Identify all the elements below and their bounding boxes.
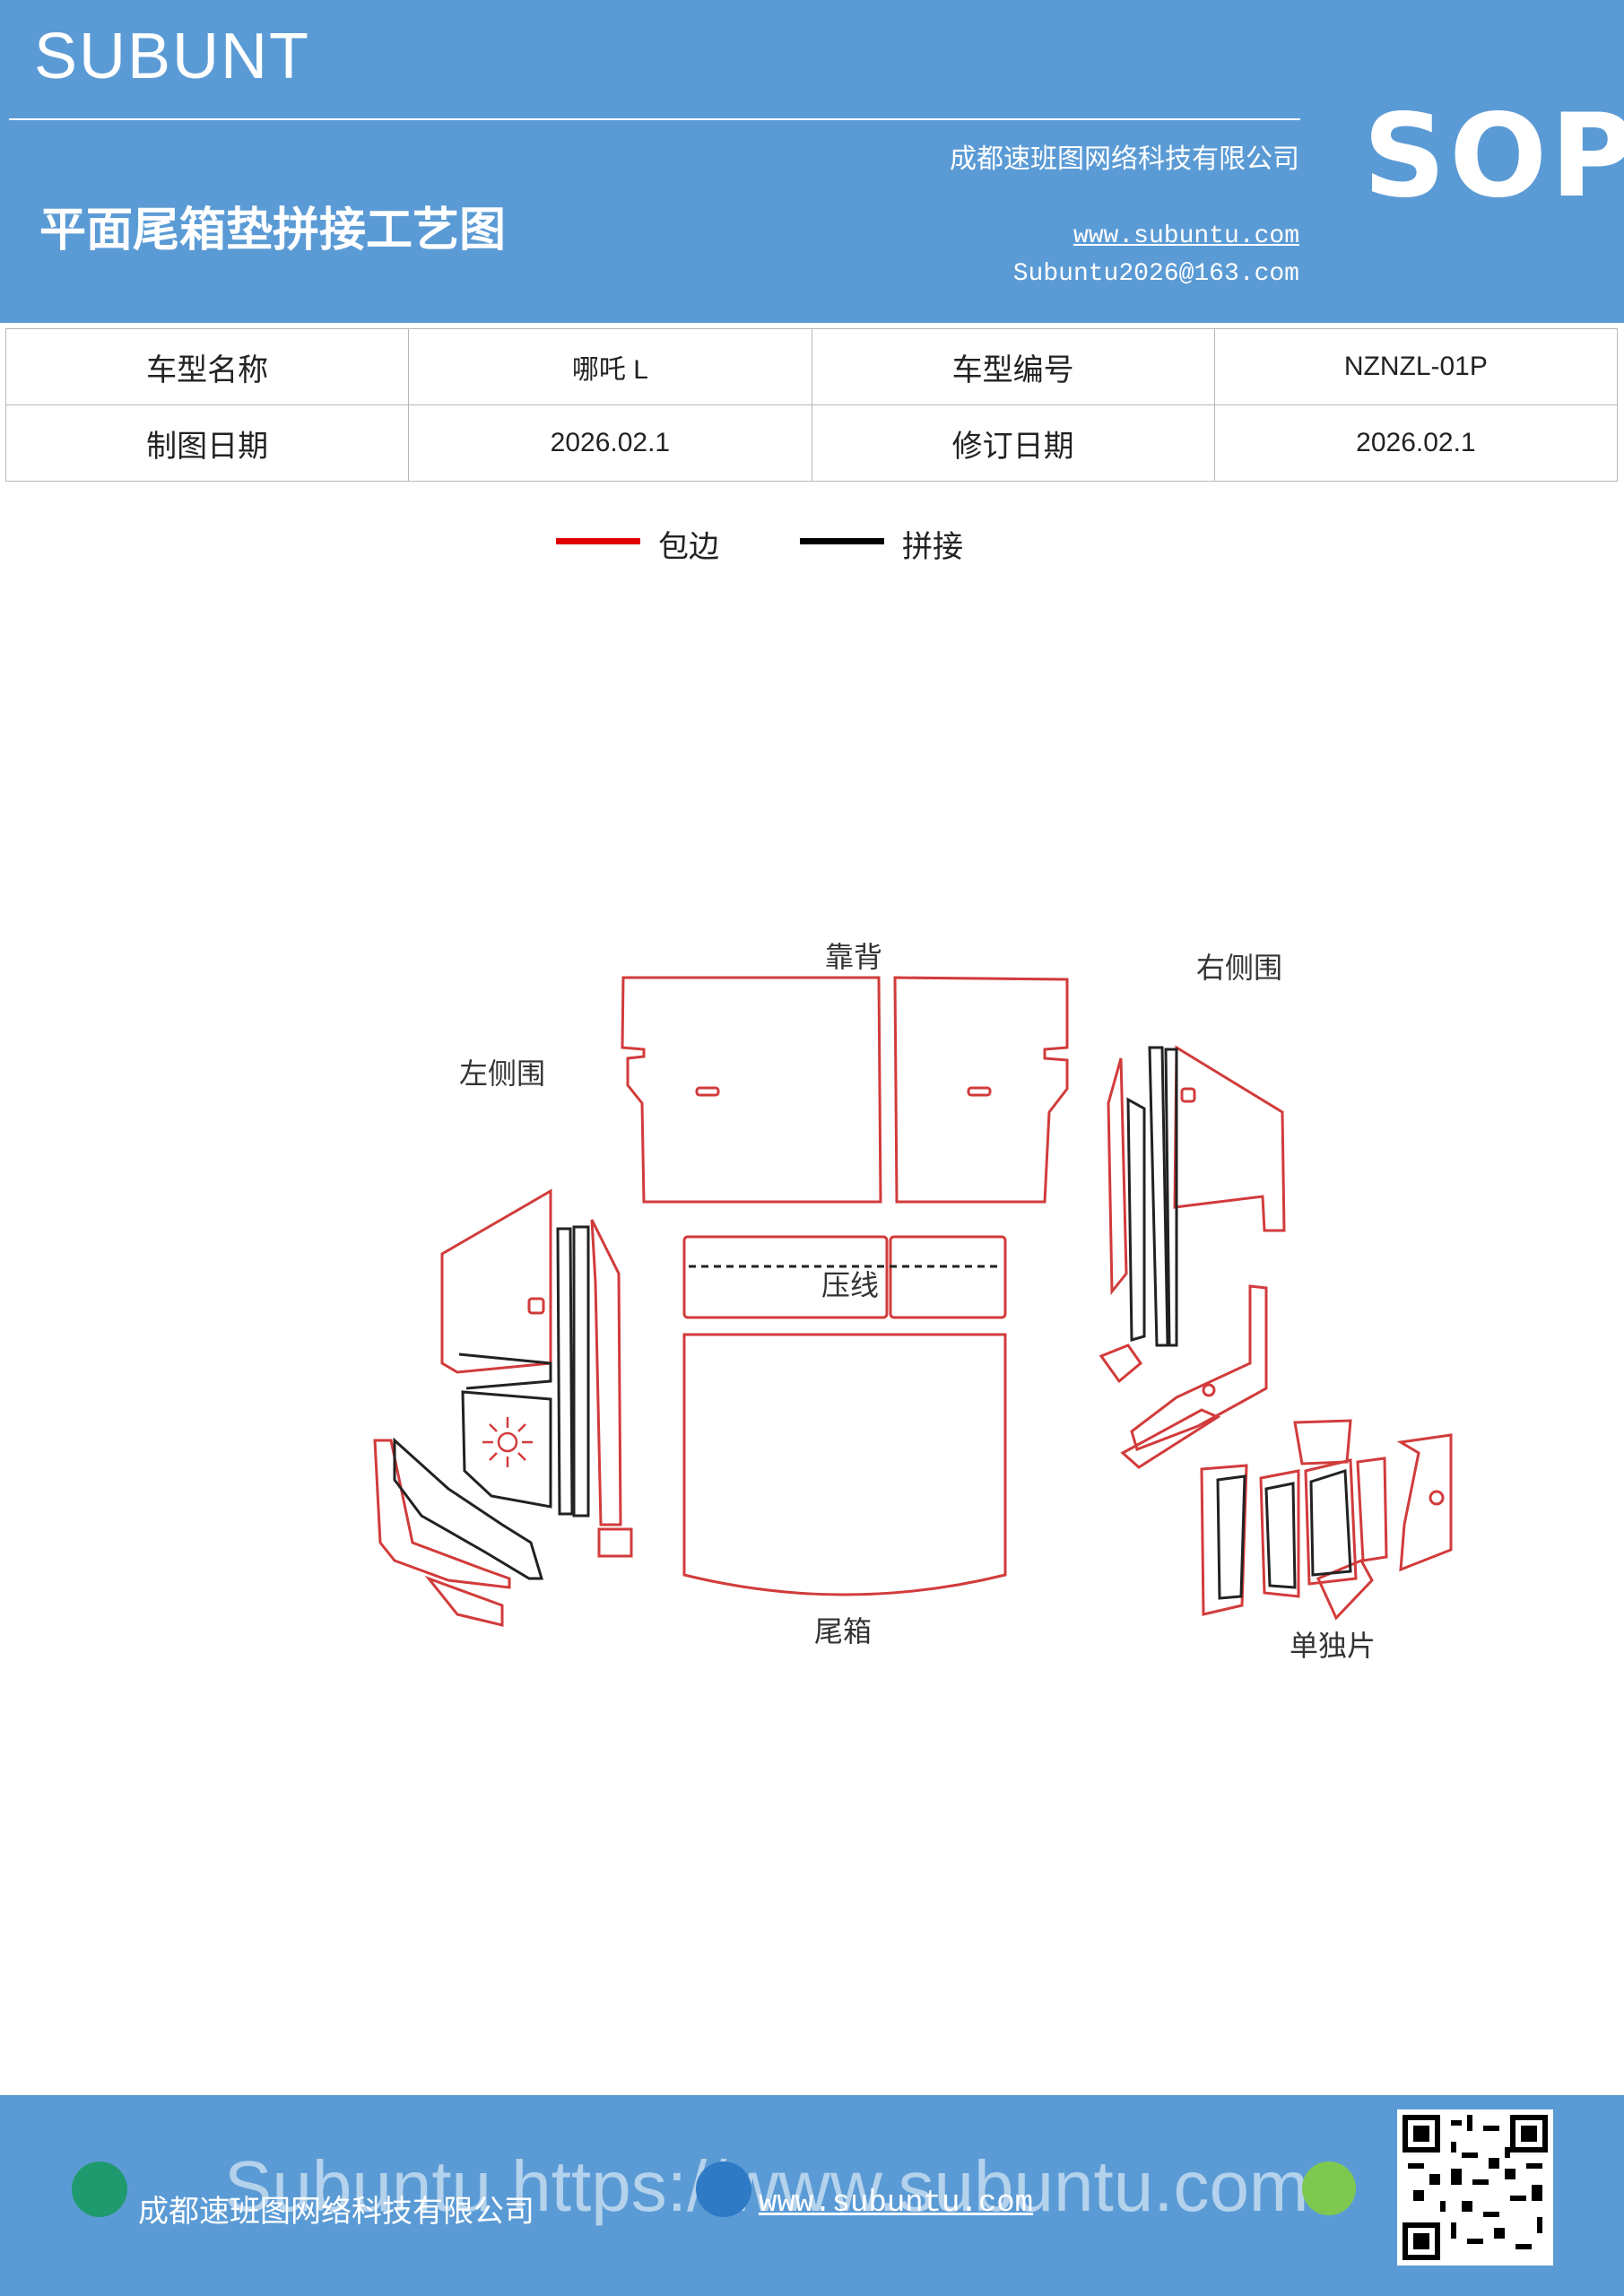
legend-seam-swatch [800,538,884,544]
single-piece-hole [1429,1490,1445,1506]
crease-strip-left [682,1235,889,1319]
right-side-arm [1107,1057,1128,1296]
single-piece-4 [1356,1457,1388,1562]
table-cell-value: 2026.02.1 [1213,404,1619,482]
label-right-side: 右侧围 [1196,951,1282,985]
backrest-right-slot [967,1086,992,1097]
company-icon [72,2161,127,2217]
right-side-strip [1120,1408,1221,1469]
right-side-hole-2 [1202,1383,1216,1397]
single-piece-1 [1200,1464,1248,1616]
header-divider [9,118,1300,120]
footer-website-link[interactable]: www.subuntu.com [759,2187,1034,2221]
qr-code [1397,2109,1553,2266]
single-piece-6 [1316,1559,1374,1621]
table-row: 车型名称 哪吒 L 车型编号 NZNZL-01P [4,328,1619,405]
right-side-hole [1180,1087,1196,1103]
footer-company-name: 成都速班图网络科技有限公司 [138,2194,534,2230]
left-side-strip [590,1219,622,1526]
right-side-seam-a [1148,1046,1169,1347]
left-side-seam-a [458,1352,552,1390]
label-crease: 压线 [821,1268,879,1302]
legend-edge-swatch [556,538,640,544]
left-side-hole [527,1297,545,1315]
right-side-lower [1130,1284,1268,1451]
table-cell-label: 车型编号 [811,328,1215,405]
left-side-seam-b [461,1390,552,1509]
trunk-floor-panel [682,1333,1007,1596]
label-single: 单独片 [1290,1629,1376,1663]
right-small-tab [1099,1344,1143,1384]
sop-label: SOP [1363,90,1624,223]
globe-icon [696,2161,751,2217]
label-left-side: 左侧围 [459,1057,545,1091]
website-link[interactable]: www.subuntu.com [1073,222,1299,250]
mat-layout-diagram: 靠背 右侧围 左侧围 压线 尾箱 单独片 [373,940,1453,1663]
left-side-seam-c [572,1225,590,1518]
single-piece-seam-2 [1264,1482,1297,1589]
backrest-left-slot [695,1086,720,1097]
wechat-icon [1302,2161,1356,2215]
single-piece-7 [1396,1433,1453,1572]
left-small-tab [597,1527,633,1558]
label-backrest: 靠背 [825,940,882,974]
right-side-seam-c [1126,1097,1146,1342]
email-address[interactable]: Subuntu2026@163.com [1012,260,1299,288]
backrest-right-panel [893,976,1069,1204]
single-piece-seam-1 [1216,1474,1246,1600]
table-cell-label: 车型名称 [4,328,410,405]
brand-logo-text: SUBUNT [34,21,311,92]
single-piece-2 [1259,1469,1300,1598]
header-banner [0,0,1624,323]
table-cell-label: 制图日期 [4,404,410,482]
single-piece-seam-3 [1309,1468,1352,1577]
table-cell-value: NZNZL-01P [1213,328,1619,405]
table-row: 制图日期 2026.02.1 修订日期 2026.02.1 [4,404,1619,482]
left-side-piece [424,1575,504,1627]
company-name: 成都速班图网络科技有限公司 [950,144,1299,175]
legend-edge-label: 包边 [658,529,719,565]
left-side-upper [440,1188,552,1374]
left-side-seam-e [393,1437,544,1580]
crease-strip-right [889,1235,1007,1319]
table-cell-value: 哪吒 L [408,328,812,405]
sun-emblem-icon [482,1417,533,1467]
single-piece-5 [1293,1419,1352,1465]
backrest-left-panel [621,976,882,1204]
left-side-seam-d [556,1227,574,1516]
table-cell-value: 2026.02.1 [408,404,812,482]
footer-watermark: Subuntu https://www.subuntu.com [224,2146,1309,2226]
right-side-upper [1173,1045,1286,1232]
document-title: 平面尾箱垫拼接工艺图 [39,204,507,257]
right-side-seam-b [1164,1048,1178,1347]
vehicle-info-table: 车型名称 哪吒 L 车型编号 NZNZL-01P 制图日期 2026.02.1 … [4,328,1619,482]
table-cell-label: 修订日期 [811,404,1215,482]
legend-seam-label: 拼接 [902,529,963,565]
label-trunk: 尾箱 [814,1614,872,1648]
